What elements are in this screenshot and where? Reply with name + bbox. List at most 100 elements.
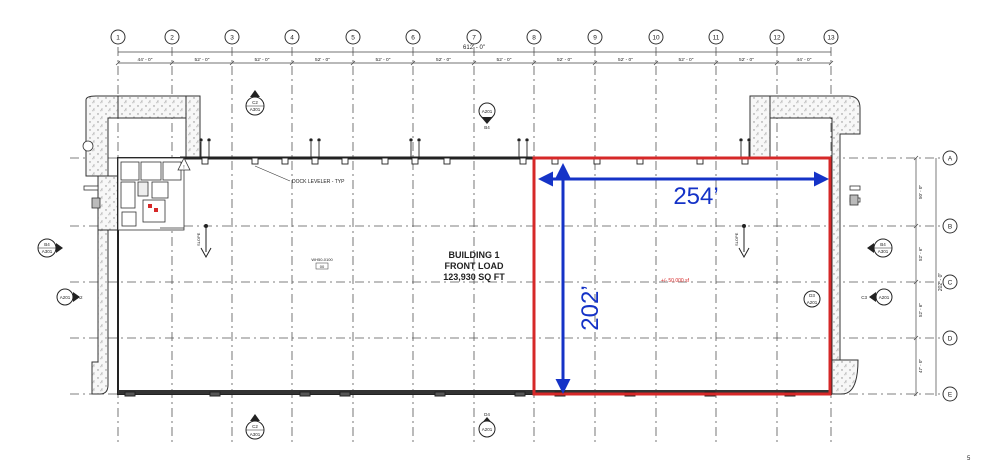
- column-label: 4: [290, 35, 294, 42]
- dim-tick: [913, 335, 919, 341]
- highlighted-area: 254’ 202’ +/- 50,000 sf: [532, 156, 832, 396]
- row-dimension: 50' - 0": [918, 185, 923, 199]
- dock-bumper: [409, 138, 421, 158]
- dock-bumper: [517, 138, 529, 158]
- bay-dimension: 52' - 0": [255, 57, 270, 63]
- row-label: D: [948, 336, 953, 343]
- column-label: 11: [713, 35, 720, 42]
- dim-tick: [913, 391, 919, 397]
- column-label: 3: [230, 35, 234, 42]
- column-label: 10: [652, 35, 660, 42]
- building-label: BUILDING 1 FRONT LOAD 123,930 SQ FT: [443, 250, 505, 282]
- svg-text:C2: C2: [252, 424, 258, 429]
- column-label: 1: [116, 35, 120, 42]
- room-tag-label: WH50-0100: [311, 257, 333, 262]
- bay-dimension: 52' - 0": [315, 57, 330, 63]
- dock-door: [381, 157, 389, 165]
- svg-text:A201: A201: [482, 109, 493, 114]
- row-label: B: [948, 224, 952, 231]
- dock-door: [519, 157, 527, 165]
- svg-text:A2: A2: [77, 295, 83, 300]
- svg-text:B4: B4: [44, 242, 50, 247]
- bottom-wall-mark: [339, 391, 351, 397]
- area-note: +/- 50,000 sf: [661, 278, 690, 284]
- column-bubble: 2: [164, 29, 180, 45]
- column-label: 2: [170, 35, 174, 42]
- dock-leveler-callout: DOCK LEVELER - TYP: [254, 165, 345, 185]
- svg-text:!: !: [183, 165, 184, 171]
- corner-mark: 5: [967, 456, 971, 462]
- column-bubble: 5: [345, 29, 361, 45]
- column-label: 7: [472, 35, 476, 42]
- bay-dimension: 44' - 0": [797, 57, 812, 63]
- dim-tick: [913, 279, 919, 285]
- bay-dimension: 52' - 0": [679, 57, 694, 63]
- svg-text:A201: A201: [879, 295, 890, 300]
- column-label: 13: [827, 35, 835, 42]
- office-block: !: [117, 157, 191, 231]
- section-callout-right: B4 A301: [867, 238, 893, 258]
- row-bubble: C: [942, 274, 958, 290]
- column-bubble: 9: [587, 29, 603, 45]
- bottom-wall-mark: [434, 391, 446, 397]
- column-bubble: 8: [526, 29, 542, 45]
- dim-tick: [289, 60, 295, 66]
- bay-dimension: 52' - 0": [195, 57, 210, 63]
- dock-door: [411, 157, 419, 165]
- row-bubble: B: [942, 218, 958, 234]
- bottom-wall-mark: [209, 391, 221, 397]
- row-dimension: 52' - 6": [918, 303, 923, 317]
- svg-text:A201: A201: [807, 300, 818, 305]
- dock-door: [341, 157, 349, 165]
- svg-text:A201: A201: [60, 295, 71, 300]
- dim-tick: [592, 60, 598, 66]
- dock-door: [251, 157, 259, 165]
- bay-dimension: 44' - 0": [138, 57, 153, 63]
- building-name: BUILDING 1: [448, 250, 499, 260]
- column-bubble: 12: [769, 29, 785, 45]
- slope-label-right: SLOPE: [734, 232, 739, 246]
- bay-dimension-labels: 44' - 0" 52' - 0" 52' - 0" 52' - 0" 52' - 0"…: [138, 57, 812, 63]
- dim-tick: [828, 60, 834, 66]
- svg-text:D3: D3: [809, 293, 815, 298]
- building-area: 123,930 SQ FT: [443, 272, 505, 282]
- dock-door: [281, 157, 289, 165]
- column-bubble: 10: [648, 29, 664, 45]
- dock-bumper: [199, 138, 211, 158]
- highlight-box: [532, 156, 832, 396]
- slope-label-left: SLOPE: [196, 232, 201, 246]
- room-tag-sub: 00: [320, 264, 325, 269]
- column-label: 12: [773, 35, 781, 42]
- section-callout-top: C2 A301: [245, 90, 265, 116]
- dock-bumper: [309, 138, 321, 158]
- column-label: 6: [411, 35, 415, 42]
- column-bubble: 11: [708, 29, 724, 45]
- column-bubble: 1: [110, 29, 126, 45]
- exterior-pavement-hatch: [85, 95, 861, 395]
- row-label: A: [948, 156, 953, 163]
- row-bubble: A: [942, 150, 958, 166]
- column-label: 9: [593, 35, 597, 42]
- section-callout-bottom: C2 A301: [245, 414, 265, 440]
- svg-text:A201: A201: [482, 427, 493, 432]
- depth-label: 202’: [577, 285, 604, 330]
- row-dimension: 47' - 0": [918, 359, 923, 373]
- dim-tick: [774, 60, 780, 66]
- column-bubble: 7: [466, 29, 482, 45]
- dock-bumper: [739, 138, 751, 158]
- dim-tick: [471, 60, 477, 66]
- svg-text:A301: A301: [42, 249, 53, 254]
- dim-tick: [115, 60, 121, 66]
- width-label: 254’: [673, 183, 718, 210]
- svg-text:A301: A301: [878, 249, 889, 254]
- elevation-callout-right-inner: D3 A201: [803, 290, 821, 308]
- column-bubble: 13: [823, 29, 839, 45]
- row-label: E: [948, 392, 953, 399]
- row-dimension: 52' - 6": [918, 247, 923, 261]
- bay-dimension: 52' - 0": [497, 57, 512, 63]
- elevation-callout-right: C3 A201: [861, 288, 893, 306]
- elevation-callout-bottom: D4 A201: [478, 412, 496, 438]
- row-bubble: D: [942, 330, 958, 346]
- dim-tick: [229, 60, 235, 66]
